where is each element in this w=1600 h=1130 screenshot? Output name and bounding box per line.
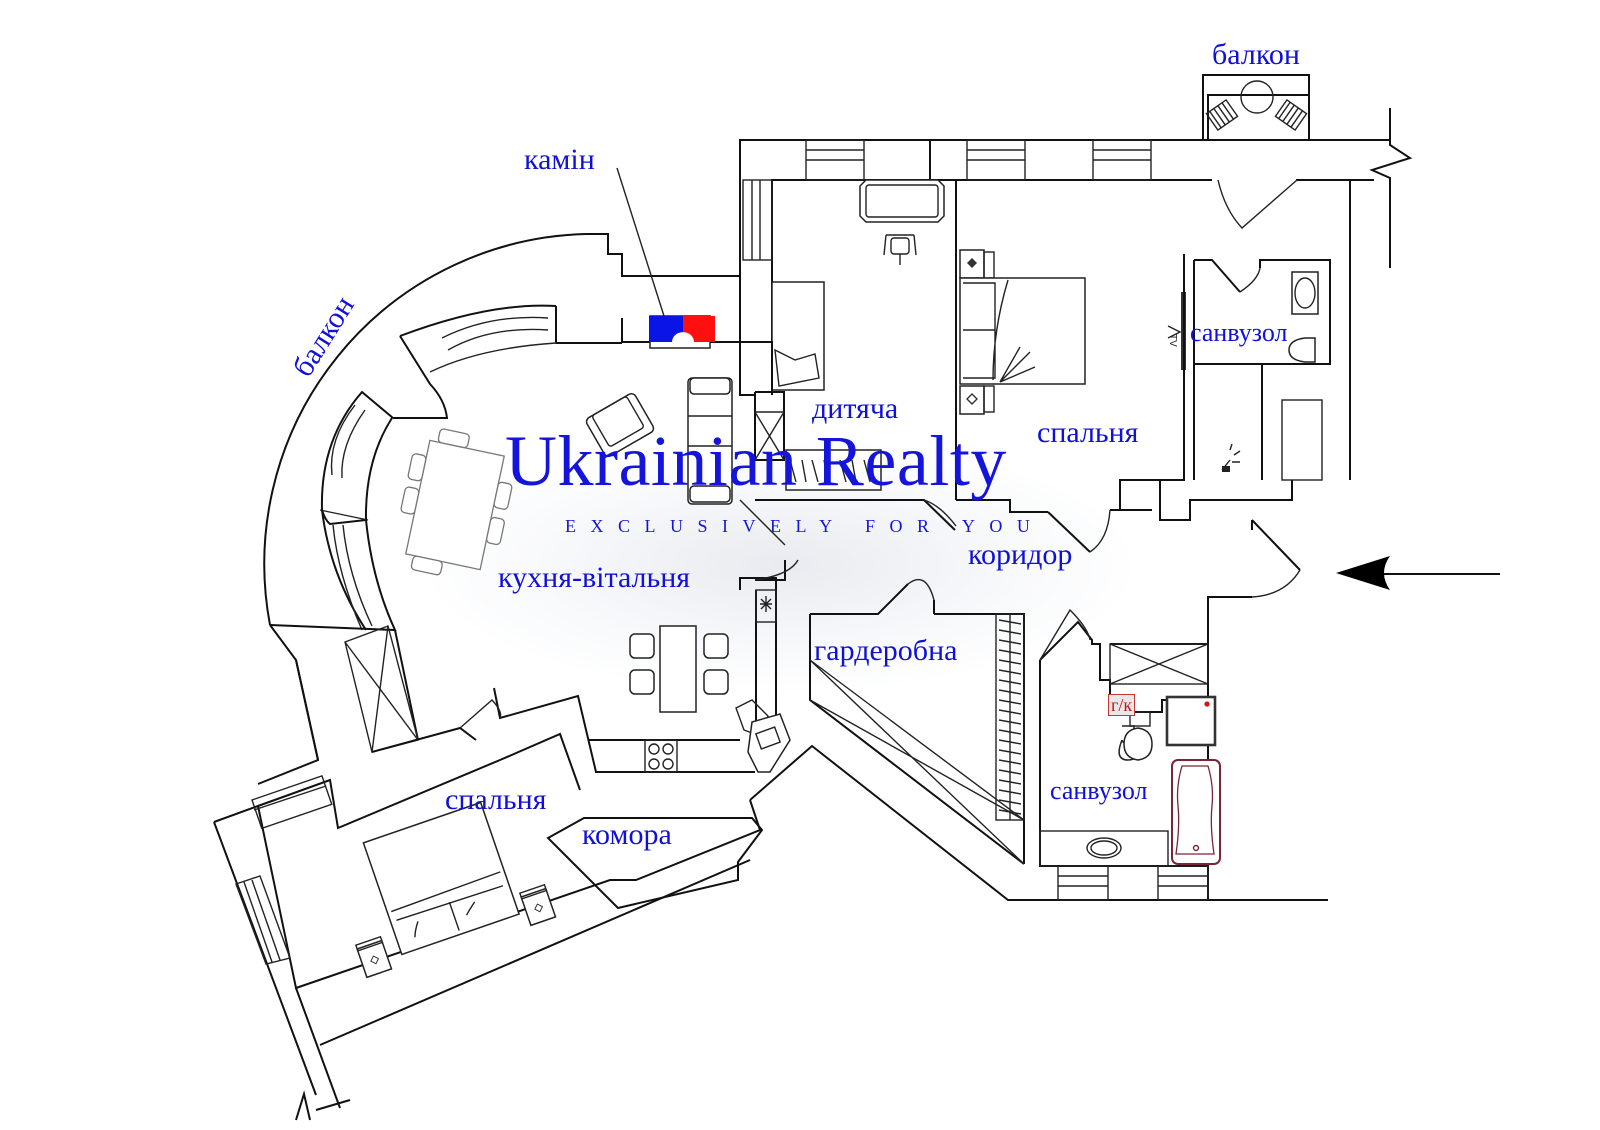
- label-bathroom-top: санвузол: [1190, 318, 1288, 347]
- label-fireplace: камін: [524, 143, 595, 176]
- label-bedroom-main: спальня: [1037, 416, 1139, 449]
- top-balcony: [1202, 74, 1310, 229]
- toilet-icon: [1288, 337, 1316, 363]
- kids-wardrobe: [785, 449, 882, 491]
- nightstand: [354, 935, 393, 979]
- kids-room: [742, 179, 957, 500]
- label-kids-room: дитяча: [812, 392, 899, 425]
- label-wardrobe: гардеробна: [814, 634, 958, 667]
- label-corridor: коридор: [968, 538, 1073, 571]
- laundry-cabinet: [1109, 643, 1209, 685]
- label-storage: комора: [582, 818, 672, 851]
- watermark-subtitle: EXCLUSIVELY FOR YOU: [565, 516, 1045, 536]
- label-bathroom-bottom: санвузол: [1050, 776, 1148, 805]
- break-line: [295, 1090, 351, 1121]
- kids-bed: [771, 281, 825, 391]
- sink: [1291, 271, 1319, 315]
- sink: [1086, 837, 1122, 859]
- nightstand: [518, 883, 557, 927]
- corner-sink: [735, 699, 791, 773]
- pillow: [774, 348, 820, 387]
- boiler-label: г/к: [1108, 694, 1136, 716]
- watermark-title: Ukrainian Realty: [505, 421, 1007, 501]
- fireplace-pointer: [616, 167, 665, 317]
- kitchen-table: [629, 625, 729, 713]
- office-chair-icon: [883, 234, 917, 265]
- window: [1157, 865, 1209, 901]
- cooktop: [644, 739, 678, 773]
- balcony-table: [1240, 80, 1274, 114]
- bathroom-top: [1119, 254, 1331, 511]
- sofa: [687, 377, 733, 505]
- desk: [859, 179, 945, 223]
- corridor: [1047, 479, 1500, 900]
- tv-label: TV: [1167, 334, 1178, 347]
- label-kitchen-living: кухня-вітальня: [498, 561, 691, 594]
- double-bed: [959, 277, 1086, 385]
- dining-table: [400, 428, 513, 576]
- living-furniture: [400, 167, 733, 713]
- entrance-arrow-icon: [1336, 556, 1500, 590]
- bottom-bedroom: [213, 659, 762, 1109]
- bathtub: [1171, 759, 1221, 865]
- label-balcony-top: балкон: [1212, 38, 1300, 71]
- bathroom-bottom: [1039, 608, 1221, 901]
- shower-icon: [1221, 443, 1241, 472]
- armchair: [585, 393, 655, 457]
- window: [1057, 865, 1109, 901]
- watermark-haze: [430, 440, 1130, 690]
- label-bedroom-bottom: спальня: [445, 783, 547, 816]
- storage-room: [546, 817, 764, 910]
- bottom-bed: [362, 801, 521, 956]
